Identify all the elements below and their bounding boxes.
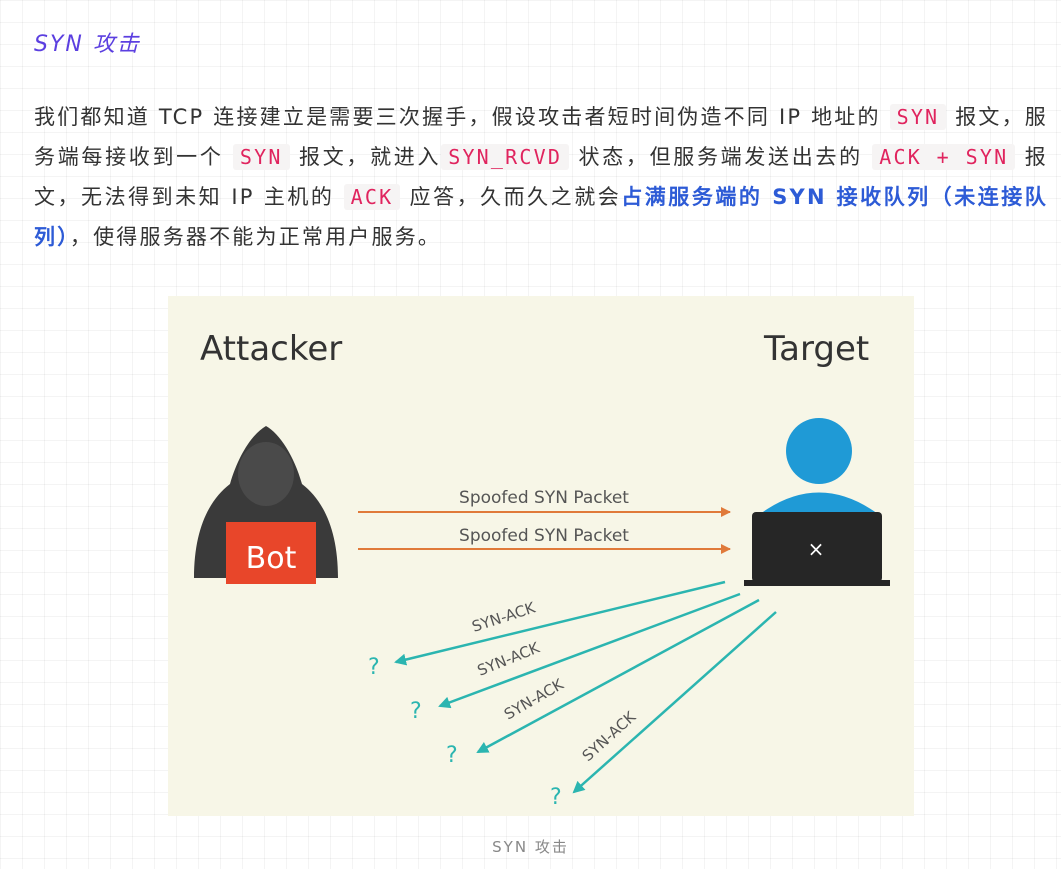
emphasis-link[interactable]: 占满服务端的 SYN 接收队列（未连接队列） — [34, 185, 1048, 249]
inline-code: ACK + SYN — [872, 144, 1016, 170]
inline-code: ACK — [343, 184, 401, 210]
text-segment: 状态，但服务端发送出去的 — [578, 145, 863, 169]
text-segment: 我们都知道 TCP 连接建立是需要三次握手，假设攻击者短时间伪造不同 IP 地址… — [34, 105, 881, 129]
bot-box — [226, 522, 316, 584]
hooded-attacker-icon: Bot — [194, 426, 338, 584]
section-heading: SYN 攻击 — [34, 32, 141, 57]
packet-label: Spoofed SYN Packet — [459, 488, 629, 508]
figure-caption: SYN 攻击 — [492, 838, 569, 856]
synack-label: SYN-ACK — [501, 675, 568, 724]
synack-label: SYN-ACK — [475, 638, 543, 680]
unknown-host-mark: ? — [410, 699, 422, 724]
inline-code: SYN — [889, 104, 947, 130]
packet-label: Spoofed SYN Packet — [459, 526, 629, 546]
text-segment: 报文，服务端每接收到一个 — [34, 105, 1049, 169]
synack-arrow — [476, 598, 760, 754]
text-segment: 报文，无法得到未知 IP 主机的 — [34, 145, 1048, 209]
synack-arrow — [572, 611, 777, 794]
attacker-label: Attacker — [200, 329, 342, 369]
synack-arrow — [394, 580, 726, 666]
body-paragraph: 我们都知道 TCP 连接建立是需要三次握手，假设攻击者短时间伪造不同 IP 地址… — [34, 97, 1048, 257]
inline-code: SYN — [232, 144, 290, 170]
synack-arrow — [438, 592, 741, 709]
bot-label: Bot — [246, 541, 297, 576]
text-segment: 应答，久而久之就会 — [409, 185, 622, 209]
text-segment: ，使得服务器不能为正常用户服务。 — [69, 225, 442, 249]
unknown-host-mark: ? — [550, 785, 562, 810]
unknown-host-mark: ? — [368, 655, 380, 680]
text-segment: 报文，就进入 — [299, 145, 442, 169]
close-icon: × — [808, 537, 825, 561]
target-computer-icon: × — [744, 418, 890, 586]
synack-label: SYN-ACK — [579, 707, 640, 765]
target-label: Target — [763, 329, 869, 369]
unknown-host-mark: ? — [446, 743, 458, 768]
syn-attack-diagram: Attacker Target Bot × Spoofed SYN Packet… — [168, 296, 914, 816]
inline-code: SYN_RCVD — [441, 144, 570, 170]
